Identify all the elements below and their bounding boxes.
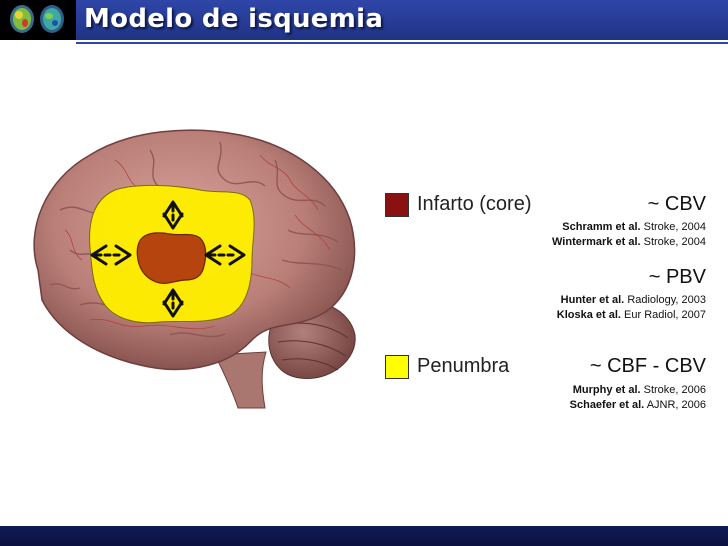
brain-illustration (33, 129, 356, 409)
penumbra-label: Penumbra (417, 355, 510, 377)
measure-cbv: ~ CBV (647, 193, 706, 215)
core-label: Infarto (core) (417, 193, 532, 215)
core-swatch (385, 193, 409, 217)
reference-wintermark: Wintermark et al. Stroke, 2004 (552, 236, 706, 248)
reference-schaefer: Schaefer et al. AJNR, 2006 (569, 399, 706, 411)
title-divider (76, 42, 728, 44)
expansion-arrow-icon (90, 200, 246, 318)
measure-pbv: ~ PBV (648, 266, 706, 288)
reference-kloska: Kloska et al. Eur Radiol, 2007 (556, 309, 706, 321)
ischemic-core-icon (136, 232, 207, 284)
reference-murphy: Murphy et al. Stroke, 2006 (572, 384, 706, 396)
page-title: Modelo de isquemia (84, 4, 384, 34)
title-bar: Modelo de isquemia (0, 0, 728, 40)
reference-schramm: Schramm et al. Stroke, 2004 (562, 221, 706, 233)
footer-bar (0, 526, 728, 546)
reference-hunter: Hunter et al. Radiology, 2003 (560, 294, 706, 306)
brain-scan-logo-icon (0, 0, 76, 40)
penumbra-swatch (385, 355, 409, 379)
measure-cbf-cbv: ~ CBF - CBV (589, 355, 706, 377)
